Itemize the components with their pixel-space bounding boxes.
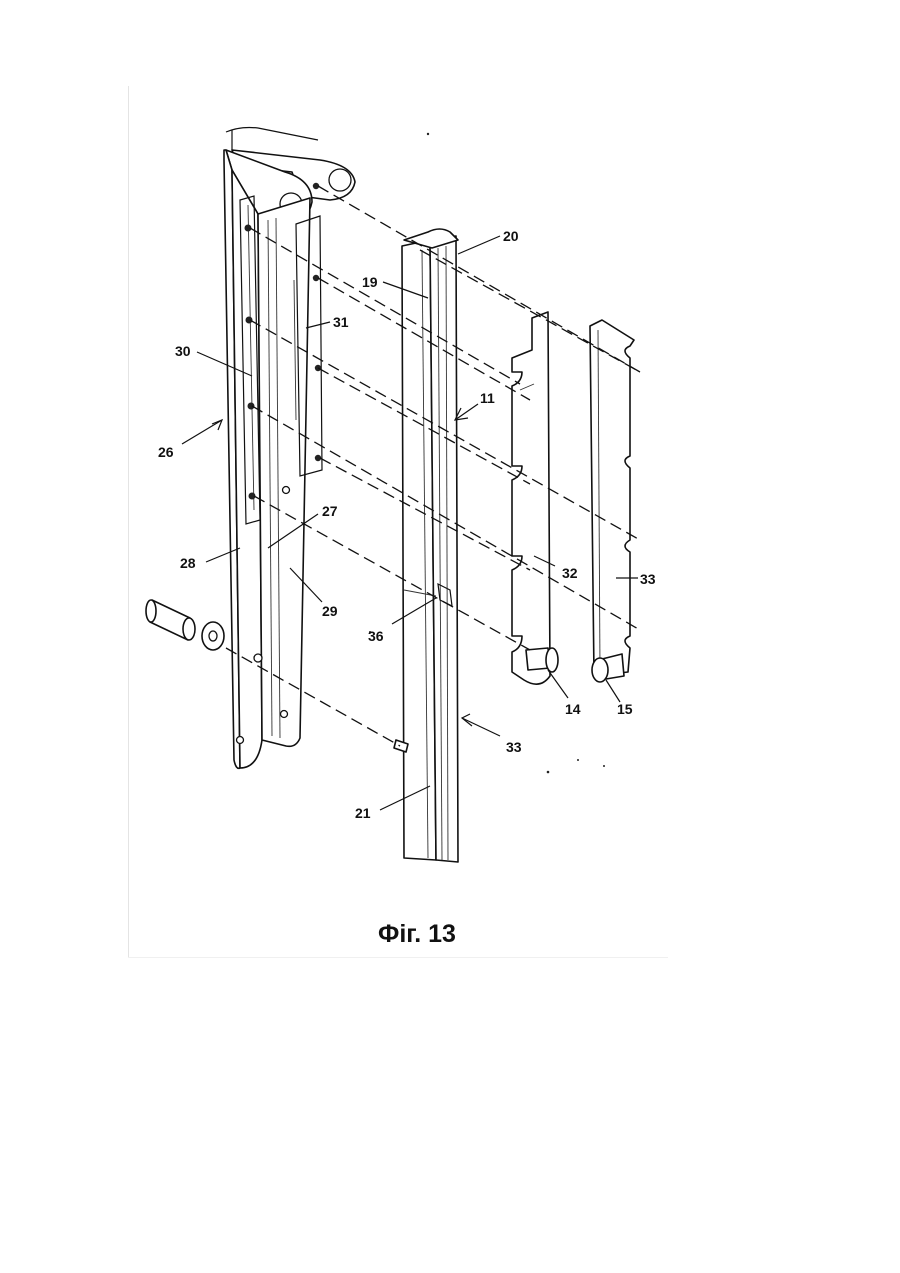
ref-32: 32 (562, 565, 578, 581)
sleeve-end-left (146, 600, 156, 622)
ref-28: 28 (180, 555, 196, 571)
ref-26: 26 (158, 444, 174, 460)
ref-30: 30 (175, 343, 191, 359)
spacer-and-washer (146, 600, 224, 650)
ref-29: 29 (322, 603, 338, 619)
ref-14: 14 (565, 701, 581, 717)
plate-32 (512, 312, 558, 684)
ref-19: 19 (362, 274, 378, 290)
lug-hole-back (329, 169, 351, 191)
ref-31: 31 (333, 314, 349, 330)
sleeve-end-right (183, 618, 195, 640)
ref-36: 36 (368, 628, 384, 644)
figure-caption: Фіг. 13 (378, 920, 456, 948)
bracket-profile (224, 128, 355, 769)
plate-32-body (512, 312, 550, 684)
bracket-channel-29 (258, 198, 310, 746)
washer-hole (209, 631, 217, 641)
ref-33-arrow: 33 (506, 739, 522, 755)
ref-11: 11 (480, 390, 495, 406)
channel-hole-1 (283, 487, 290, 494)
ref-27: 27 (322, 503, 338, 519)
bracket-top-rim (226, 128, 318, 141)
central-post (394, 229, 458, 862)
ref-21: 21 (355, 805, 371, 821)
ref-15: 15 (617, 701, 633, 717)
channel-hole-2 (254, 654, 262, 662)
channel-hole-3 (281, 711, 288, 718)
plate-33 (590, 320, 634, 682)
ref-20: 20 (503, 228, 519, 244)
bolt-14-head (546, 648, 558, 672)
bolt-15-head (592, 658, 608, 682)
ref-33-plate: 33 (640, 571, 656, 587)
flange-hole (237, 737, 244, 744)
